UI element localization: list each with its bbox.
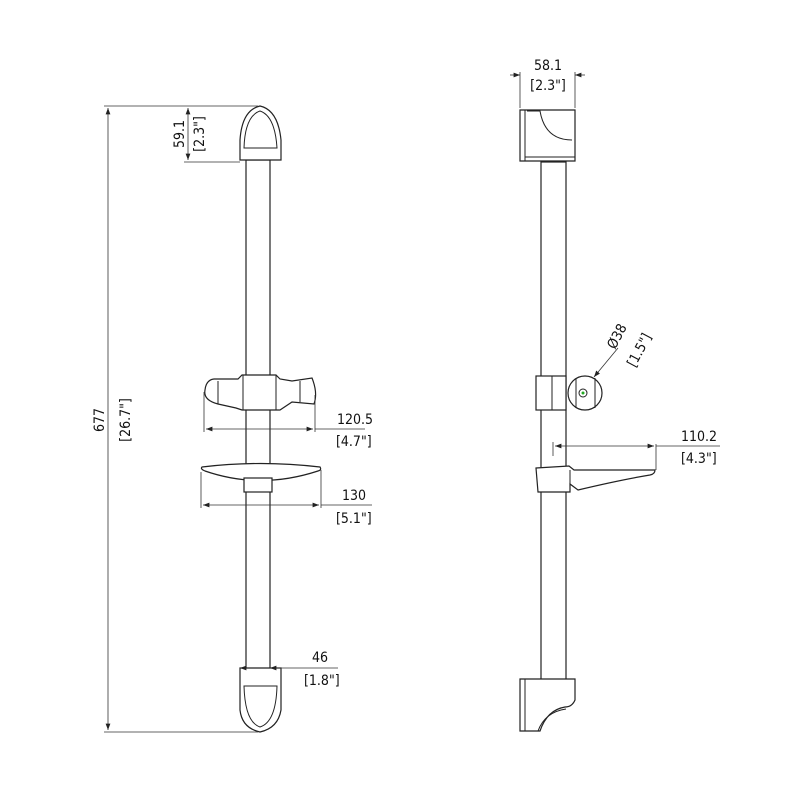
dim-knob-diameter: Ø38 [1.5"] bbox=[593, 321, 655, 378]
side-clamp bbox=[535, 375, 603, 411]
dim-46-inch: [1.8"] bbox=[304, 673, 340, 689]
dim-38-inch: [1.5"] bbox=[624, 331, 655, 370]
adjust-knob bbox=[567, 375, 603, 411]
dim-110-inch: [4.3"] bbox=[681, 451, 717, 467]
dim-677-inch: [26.7"] bbox=[118, 398, 134, 442]
dim-120-inch: [4.7"] bbox=[336, 434, 372, 450]
dim-overall-height: 677 [26.7"] bbox=[92, 105, 258, 733]
dim-59-value: 59.1 bbox=[172, 120, 188, 148]
dim-46-value: 46 bbox=[312, 650, 328, 666]
dim-bracket-depth: 58.1 [2.3"] bbox=[510, 58, 585, 108]
dim-677-value: 677 bbox=[92, 408, 108, 432]
side-rod bbox=[540, 161, 567, 681]
dim-59-inch: [2.3"] bbox=[192, 116, 208, 152]
dim-soap-dish-depth: 110.2 [4.3"] bbox=[552, 429, 720, 470]
front-soap-dish bbox=[200, 462, 322, 493]
side-view: 58.1 [2.3"] Ø38 [1.5"] 110.2 [4.3"] bbox=[510, 58, 720, 732]
dim-bracket-gap: 46 [1.8"] bbox=[240, 650, 340, 689]
dim-bracket-height: 59.1 [2.3"] bbox=[172, 108, 240, 163]
side-soap-dish bbox=[535, 465, 656, 493]
dim-130-inch: [5.1"] bbox=[336, 511, 372, 527]
side-bottom-bracket bbox=[519, 678, 576, 732]
side-top-bracket bbox=[519, 109, 576, 162]
dim-130-value: 130 bbox=[342, 488, 366, 504]
front-top-bracket bbox=[239, 105, 282, 161]
dim-110-value: 110.2 bbox=[681, 429, 717, 445]
dim-slider-width: 120.5 [4.7"] bbox=[203, 392, 373, 450]
dim-58-value: 58.1 bbox=[534, 58, 562, 74]
dim-120-value: 120.5 bbox=[337, 412, 373, 428]
dim-58-inch: [2.3"] bbox=[530, 78, 566, 94]
dim-soap-dish-width: 130 [5.1"] bbox=[200, 470, 372, 527]
front-view: 677 [26.7"] 59.1 [2.3"] 120.5 [4.7"] 130… bbox=[92, 105, 373, 733]
front-bottom-bracket bbox=[239, 667, 282, 733]
front-rod bbox=[245, 159, 271, 671]
front-slider bbox=[204, 374, 317, 411]
dim-38-value: Ø38 bbox=[604, 321, 630, 351]
